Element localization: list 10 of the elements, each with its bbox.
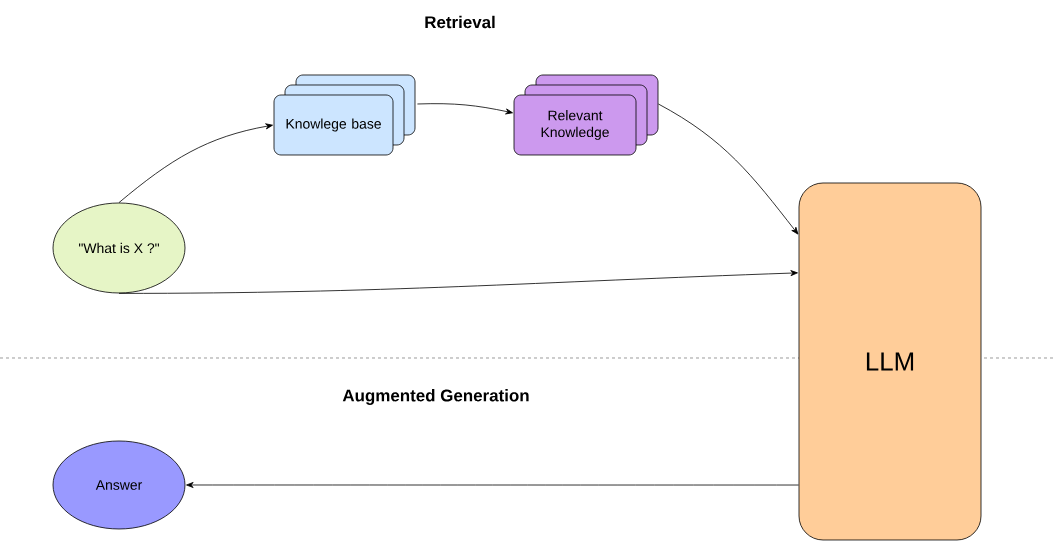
document-stack: Knowlege base xyxy=(273,74,416,156)
arrow xyxy=(186,482,799,488)
arrow xyxy=(118,123,273,203)
document-stack: Relevant Knowledge xyxy=(513,74,659,156)
arrow xyxy=(658,103,799,235)
section-heading: Retrieval xyxy=(425,15,495,29)
process-box: LLM xyxy=(798,182,982,541)
section-heading: Augmented Generation xyxy=(342,389,529,405)
arrow xyxy=(417,103,513,115)
arrow xyxy=(118,270,798,294)
